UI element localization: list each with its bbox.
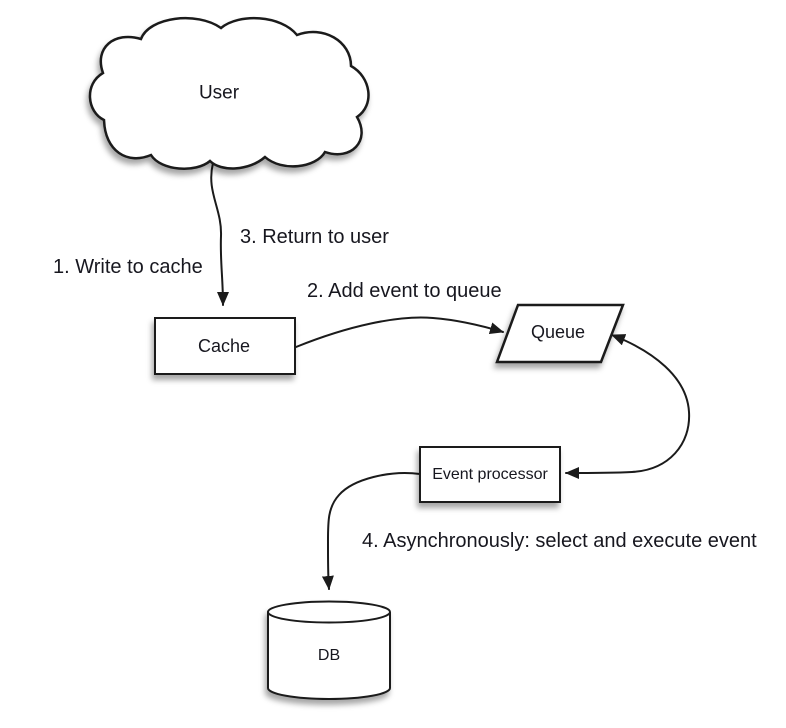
user-label: User (198, 82, 240, 104)
edge-cache-to-queue (295, 316, 504, 348)
queue-parallelogram-shape (495, 303, 625, 364)
step3-return-to-user-label: 3. Return to user (240, 226, 389, 248)
event-processor-box-shape (419, 446, 561, 503)
db-cylinder-top (267, 600, 391, 624)
step4-asynchronously-label: 4. Asynchronously: select and execute ev… (362, 530, 757, 552)
user-cloud-shape (88, 16, 370, 170)
edge-event-processor-to-db (321, 472, 421, 590)
cache-box-shape (154, 317, 296, 375)
queue-label: Queue (530, 322, 586, 343)
db-cylinder-shape (267, 600, 391, 700)
cache-label: Cache (197, 336, 251, 357)
db-label: DB (317, 647, 341, 665)
db-cylinder-body (267, 612, 391, 700)
step2-add-event-to-queue-label: 2. Add event to queue (307, 280, 502, 302)
edge-user-to-cache (210, 162, 229, 306)
diagram-nodes (88, 16, 625, 700)
event-processor-label: Event processor (432, 466, 548, 484)
diagram-edges (210, 162, 691, 590)
step1-write-to-cache-label: 1. Write to cache (53, 256, 203, 278)
edge-queue-event-processor (565, 334, 691, 479)
